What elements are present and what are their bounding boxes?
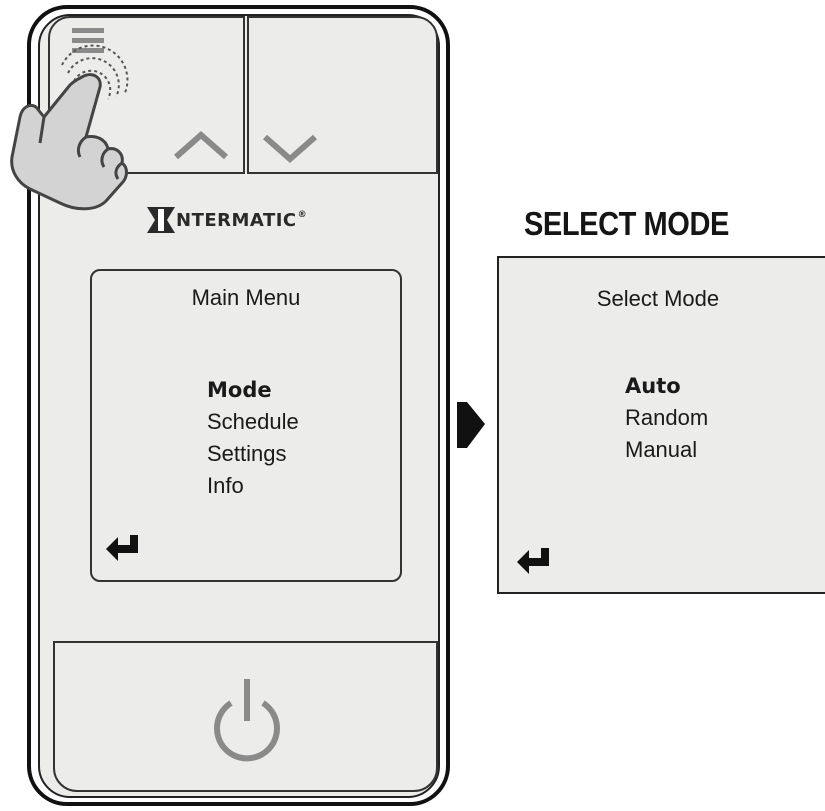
select-mode-heading: SELECT MODE: [524, 205, 729, 242]
main-menu-screen: Main Menu Mode Schedule Settings Info: [90, 269, 402, 582]
arrow-right-icon: [457, 402, 485, 448]
select-mode-title: Select Mode: [596, 286, 720, 311]
chevron-up-icon: [174, 131, 228, 160]
chevron-down-icon: [263, 134, 317, 163]
menu-icon: [72, 28, 104, 53]
mode-item-random[interactable]: Random: [625, 405, 709, 430]
pointing-hand-icon: [10, 44, 129, 211]
down-button[interactable]: [247, 16, 438, 174]
return-arrow-icon[interactable]: [104, 533, 144, 565]
mode-item-auto[interactable]: Auto: [625, 374, 681, 398]
main-menu-list: Mode Schedule Settings Info: [207, 374, 299, 502]
brand-logo: NTERMATIC®: [146, 204, 307, 236]
select-mode-screen: Select Mode Auto Random Manual: [497, 256, 825, 594]
mode-list: Auto Random Manual: [625, 370, 708, 466]
return-arrow-icon[interactable]: [515, 546, 555, 578]
main-menu-title: Main Menu: [191, 285, 301, 310]
menu-item-info[interactable]: Info: [207, 473, 244, 498]
menu-item-schedule[interactable]: Schedule: [207, 409, 299, 434]
mode-item-manual[interactable]: Manual: [625, 437, 698, 462]
power-button[interactable]: [53, 641, 438, 792]
menu-item-settings[interactable]: Settings: [207, 441, 287, 466]
brand-name: NTERMATIC®: [176, 209, 308, 231]
brand-mark-icon: [147, 207, 175, 233]
power-icon: [214, 679, 280, 762]
menu-item-mode[interactable]: Mode: [207, 378, 272, 402]
